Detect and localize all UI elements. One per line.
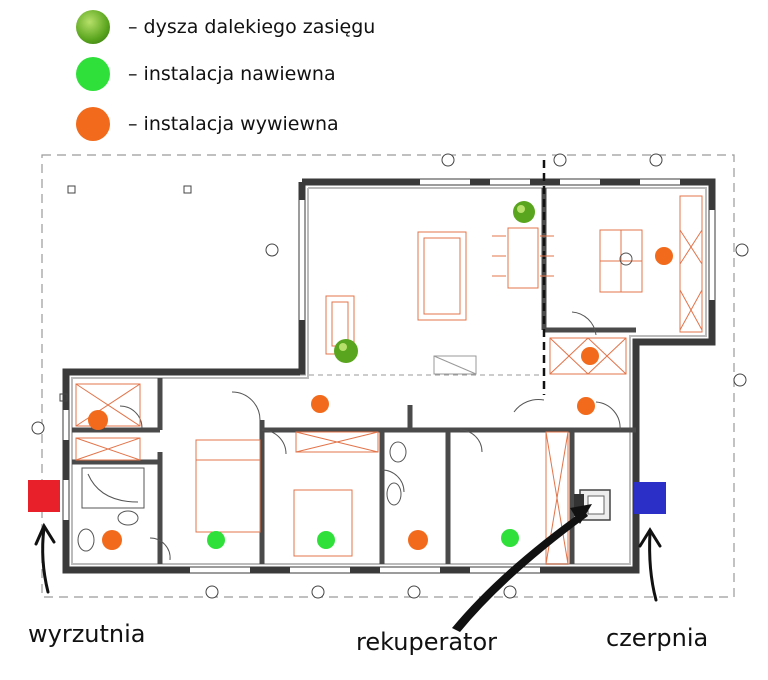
- exhaust-dot-icon: [581, 347, 599, 365]
- exhaust-dot-icon: [408, 530, 428, 550]
- exhaust-outlet-marker: [28, 480, 60, 512]
- exhaust-dot-icon: [655, 247, 673, 265]
- supply-dot-icon: [207, 531, 225, 549]
- exhaust-dot-icon: [88, 410, 108, 430]
- callout-recuperator: rekuperator: [356, 628, 498, 656]
- long-range-nozzle-icon: [76, 10, 110, 44]
- windows: [63, 179, 715, 573]
- exhaust-dots: [88, 247, 673, 550]
- supply-dots: [207, 529, 519, 549]
- legend-label-nozzle: – dysza dalekiego zasięgu: [128, 16, 376, 38]
- legend-item-long-range-nozzle: – dysza dalekiego zasięgu: [76, 10, 375, 44]
- door-swings: [119, 311, 621, 561]
- long-range-nozzle-icon: [513, 201, 535, 223]
- supply-dot-icon: [317, 531, 335, 549]
- callout-arrows: [34, 522, 662, 602]
- supply-dot-icon: [76, 57, 110, 91]
- bathroom-fixtures: [77, 252, 633, 552]
- callout-air-intake: czerpnia: [606, 624, 709, 652]
- exhaust-dot-icon: [577, 397, 595, 415]
- air-intake-marker: [634, 482, 666, 514]
- recuperator-arrow: [452, 510, 588, 632]
- exterior-walls: [62, 178, 716, 574]
- exhaust-dot-icon: [311, 395, 329, 413]
- furniture: [75, 195, 703, 565]
- site-boundary: [41, 154, 735, 598]
- wall-hatch: [71, 187, 707, 565]
- legend-item-exhaust: – instalacja wywiewna: [76, 107, 339, 141]
- legend-label-supply: – instalacja nawiewna: [128, 63, 336, 85]
- nozzle-dots: [334, 201, 535, 363]
- exhaust-dot-icon: [102, 530, 122, 550]
- supply-dot-icon: [501, 529, 519, 547]
- legend-item-supply: – instalacja nawiewna: [76, 57, 336, 91]
- stairs: [433, 355, 477, 375]
- exhaust-dot-icon: [76, 107, 110, 141]
- dimension-markers: [31, 153, 749, 599]
- legend-label-exhaust: – instalacja wywiewna: [128, 113, 339, 135]
- long-range-nozzle-icon: [334, 339, 358, 363]
- corner-squares: [59, 185, 192, 402]
- callout-exhaust-outlet: wyrzutnia: [28, 620, 146, 648]
- interior-walls: [72, 188, 636, 564]
